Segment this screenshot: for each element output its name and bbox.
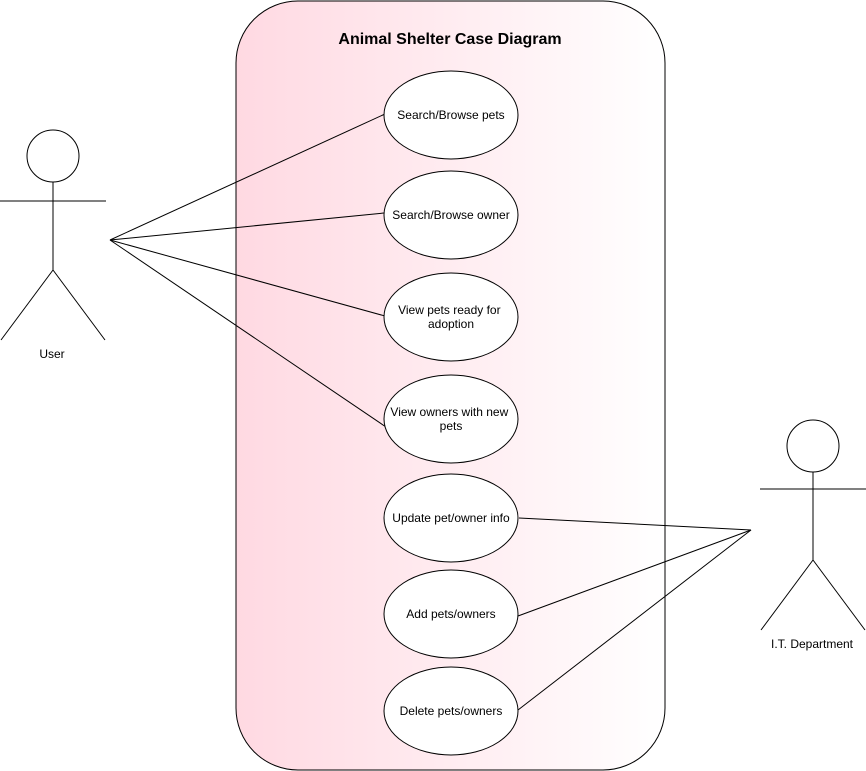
use-case-update-pet-owner-info[interactable]: Update pet/owner info	[383, 473, 519, 563]
actor-label-user: User	[39, 347, 64, 361]
association-line[interactable]	[109, 212, 385, 241]
it-associations	[517, 517, 752, 711]
use-case-search-browse-owner[interactable]: Search/Browse owner	[383, 170, 519, 260]
use-case-label: View owners with new pets	[390, 405, 511, 433]
use-case-label: Add pets/owners	[406, 607, 495, 621]
use-case-label: View pets ready for adoption	[398, 303, 504, 331]
actor-it-department[interactable]: I.T. Department	[760, 419, 866, 651]
association-line[interactable]	[517, 529, 752, 711]
actor-head	[26, 129, 80, 183]
use-case-search-browse-pets[interactable]: Search/Browse pets	[383, 70, 519, 160]
use-case-view-owners-new-pets[interactable]: View owners with new pets	[383, 374, 519, 464]
association-line[interactable]	[109, 113, 386, 241]
use-case-delete-pets-owners[interactable]: Delete pets/owners	[383, 666, 519, 756]
use-case-view-pets-ready[interactable]: View pets ready for adoption	[383, 272, 519, 362]
use-case-add-pets-owners[interactable]: Add pets/owners	[383, 569, 519, 659]
actor-leg	[812, 559, 866, 631]
actor-head	[786, 419, 840, 473]
use-case-label: Search/Browse pets	[397, 108, 504, 122]
use-case-label: Delete pets/owners	[400, 704, 503, 718]
use-case-label: Update pet/owner info	[392, 511, 510, 525]
actor-leg	[52, 269, 106, 341]
association-line[interactable]	[109, 239, 386, 317]
actor-leg	[760, 559, 814, 631]
use-case-label: Search/Browse owner	[392, 208, 509, 222]
system-title: Animal Shelter Case Diagram	[338, 31, 561, 48]
actor-label-it-department: I.T. Department	[771, 637, 854, 651]
association-line[interactable]	[109, 239, 387, 428]
actor-leg	[0, 269, 54, 341]
user-associations	[109, 113, 387, 428]
association-line[interactable]	[518, 517, 752, 531]
association-line[interactable]	[517, 529, 752, 617]
actor-user[interactable]: User	[0, 129, 106, 361]
